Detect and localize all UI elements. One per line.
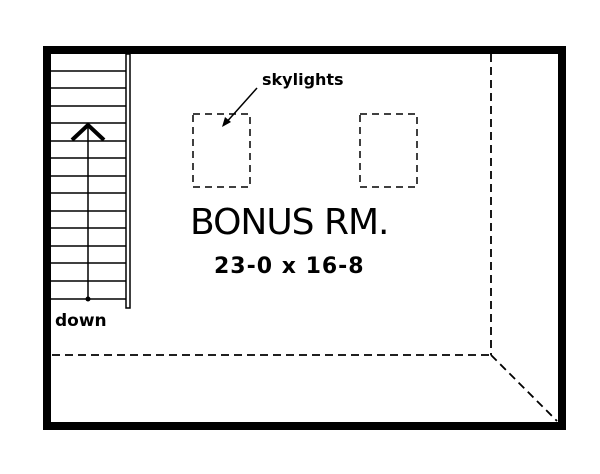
room-name: BONUS RM. xyxy=(190,202,389,243)
stair-rail xyxy=(125,53,131,309)
stairs xyxy=(51,70,127,300)
stair-arrow-icon xyxy=(70,122,106,142)
ceiling-slope-lines xyxy=(52,54,558,422)
outer-wall xyxy=(43,46,566,430)
stair-down-label: down xyxy=(55,311,107,331)
room-size: 23-0 x 16-8 xyxy=(214,254,365,279)
skylight-leader-line xyxy=(223,87,258,126)
skylight-right xyxy=(359,113,418,188)
leader-arrowhead-icon xyxy=(222,117,231,127)
stair-start-dot xyxy=(85,296,91,302)
skylights-label: skylights xyxy=(262,70,344,89)
skylight-left xyxy=(192,113,251,188)
